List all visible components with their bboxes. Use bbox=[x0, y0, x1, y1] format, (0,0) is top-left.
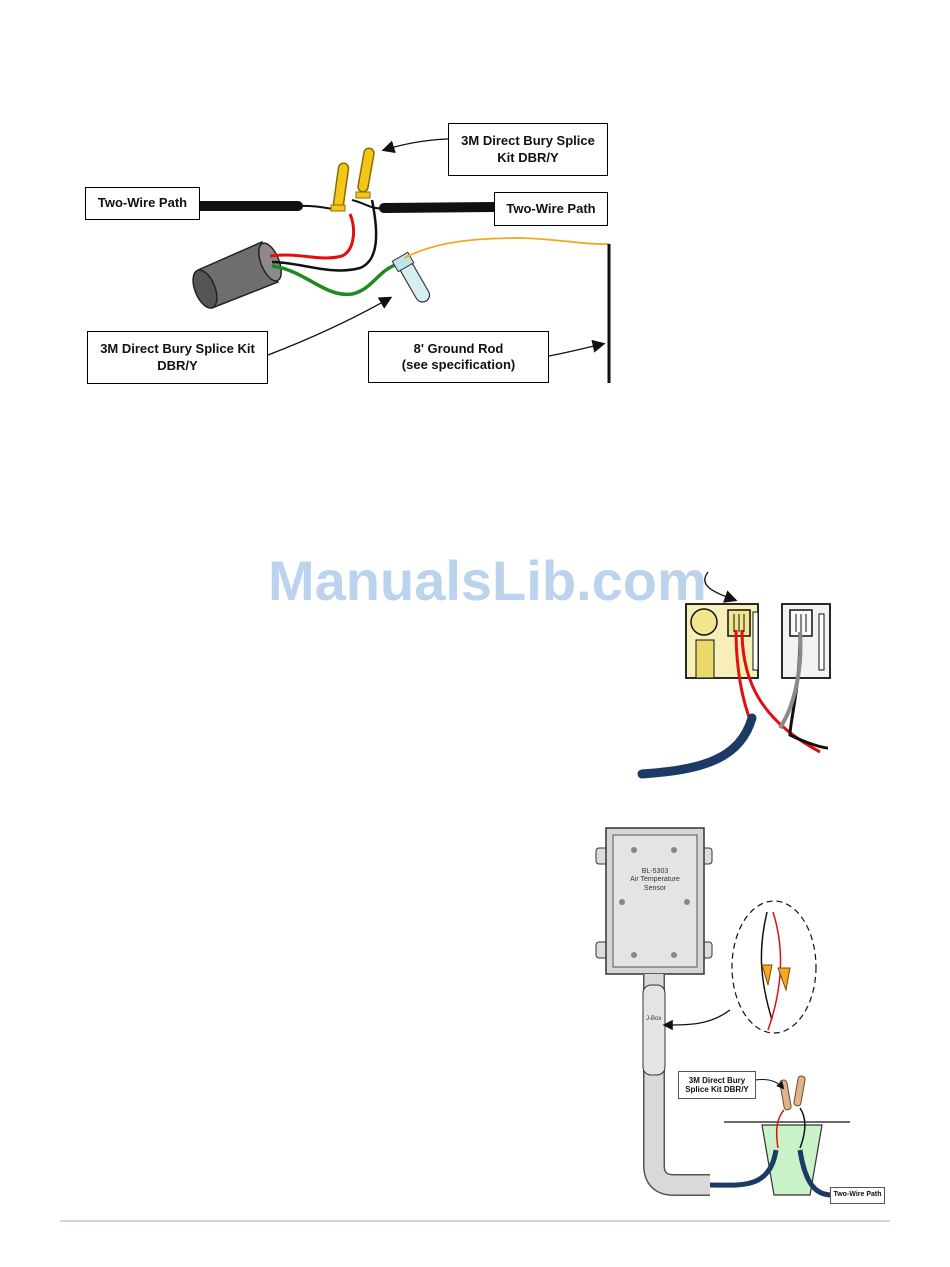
footer-divider bbox=[60, 1220, 890, 1222]
sensor-label: BL-5303 Air Temperature Sensor bbox=[614, 868, 696, 893]
splice-kit-small-label: 3M Direct Bury Splice Kit DBR/Y bbox=[678, 1071, 756, 1099]
sensor-enclosure bbox=[596, 828, 712, 974]
two-wire-path-small-label: Two-Wire Path bbox=[830, 1187, 885, 1204]
jbox-label: J-Box bbox=[646, 1016, 661, 1022]
